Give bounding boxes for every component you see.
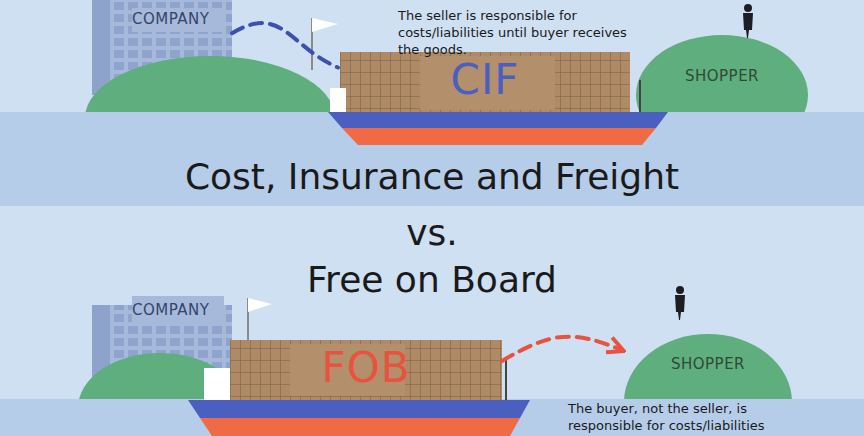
flag (248, 298, 272, 312)
shipping-route (232, 23, 338, 67)
title-line: Free on Board (0, 258, 864, 301)
place-name: SHOPPER (671, 355, 745, 373)
container (340, 52, 630, 114)
note-text: The buyer, not the seller, is responsibl… (568, 401, 808, 435)
mast (639, 80, 641, 112)
shipping-route (502, 337, 622, 361)
water (0, 399, 864, 436)
place-name: COMPANY (132, 10, 209, 28)
container-code: CIF (451, 55, 520, 104)
hull (328, 112, 668, 128)
place-name: COMPANY (132, 301, 209, 319)
sign-band (132, 8, 224, 32)
shipping-container: FOB (230, 340, 502, 400)
mast (505, 360, 507, 400)
hull-bottom (200, 418, 520, 436)
shopper-island: SHOPPER (624, 334, 792, 399)
sign-band (132, 296, 224, 322)
shipping-container: CIF (340, 52, 630, 114)
hull-bottom (342, 128, 656, 145)
cabin (204, 368, 230, 400)
company-building: COMPANY (92, 296, 232, 400)
place-name: SHOPPER (685, 67, 759, 85)
shopper-figure (743, 4, 753, 38)
shopper-island: SHOPPER (636, 35, 808, 112)
water (0, 112, 864, 206)
company-building: COMPANY (92, 0, 232, 95)
title-line: Cost, Insurance and Freight (0, 155, 864, 198)
container-panel (420, 56, 555, 110)
hull (188, 400, 530, 418)
container (230, 340, 502, 400)
flag (312, 18, 338, 32)
note-text: The seller is responsible for costs/liab… (398, 8, 630, 59)
cabin (330, 88, 346, 112)
container-code: FOB (321, 343, 410, 392)
title-line: vs. (0, 211, 864, 254)
building-side (92, 0, 110, 95)
shopper-figure (675, 286, 685, 320)
